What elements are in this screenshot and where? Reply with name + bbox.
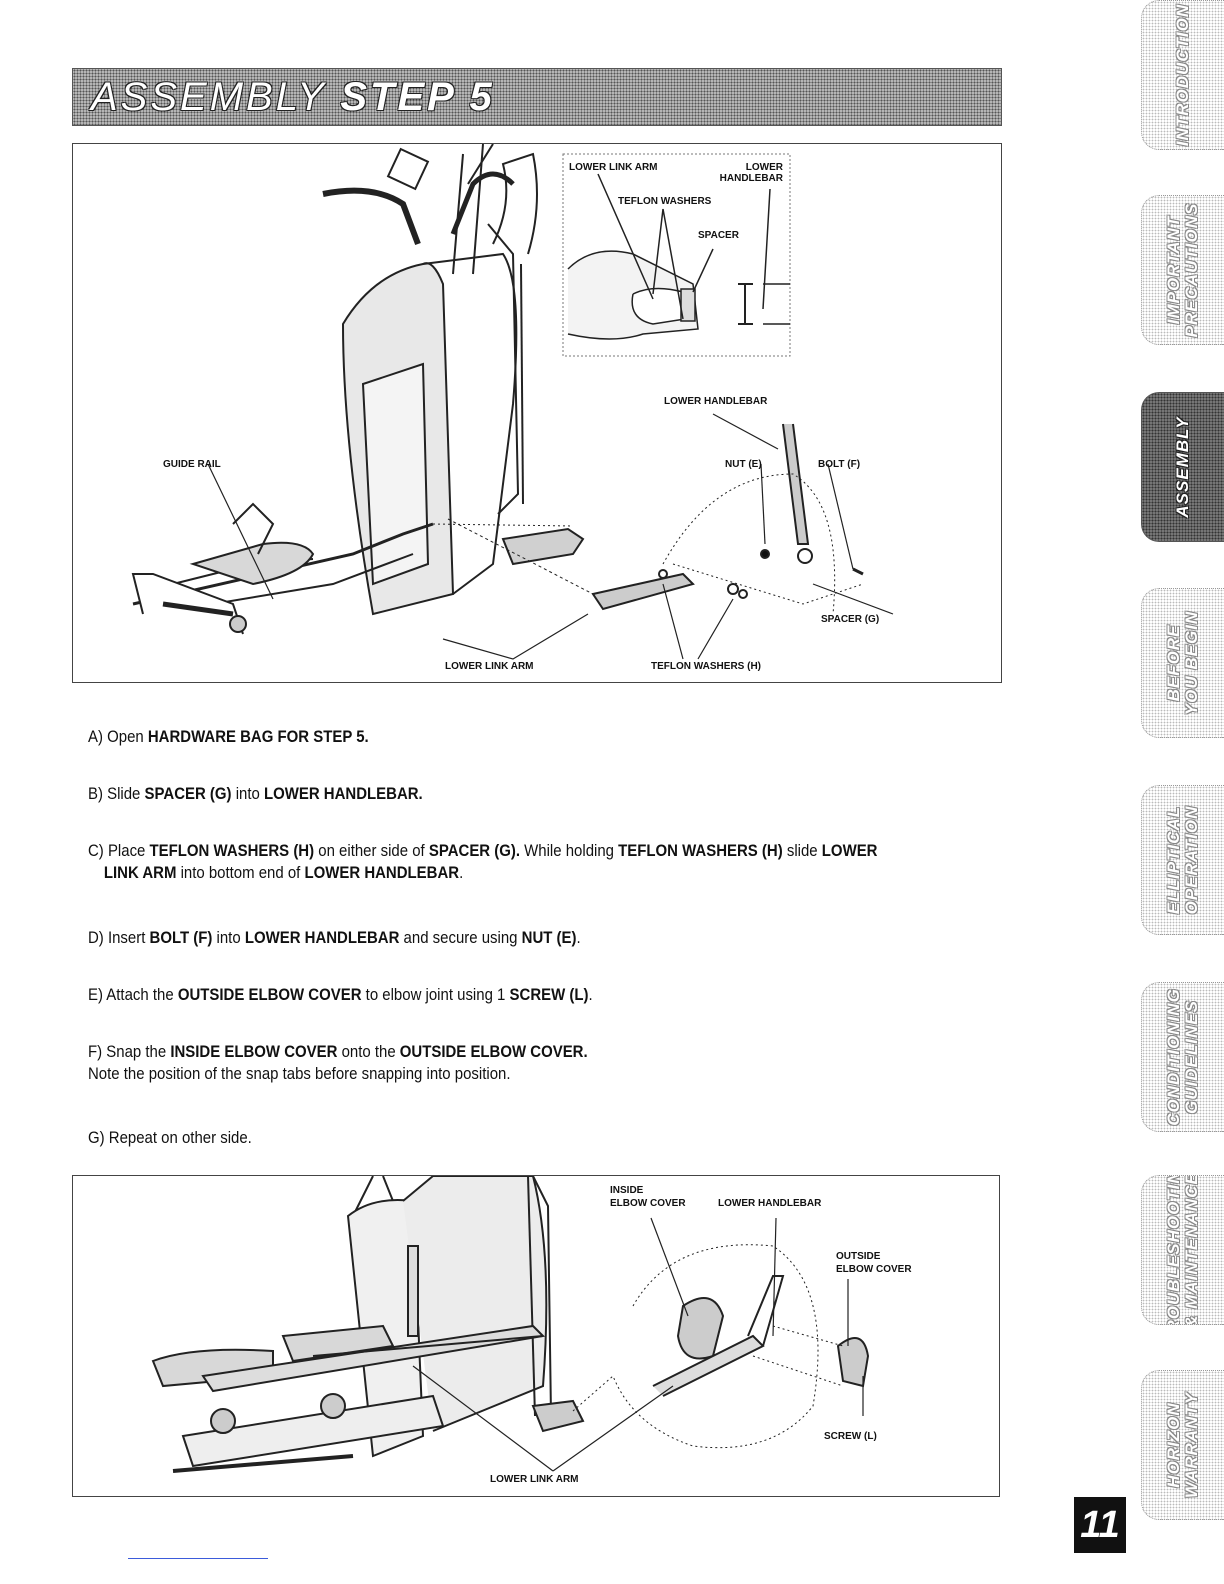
tab-troubleshooting-maintenance[interactable]: TROUBLESHOOTING& MAINTENANCE — [1141, 1175, 1224, 1325]
label-bolt-f: BOLT (F) — [818, 459, 860, 470]
title-assembly: ASSEMBLY — [91, 75, 341, 119]
step-f-note: Note the position of the snap tabs befor… — [88, 1064, 511, 1083]
label-inset-lower-handlebar-line1: LOWER — [746, 162, 784, 173]
label-spacer-g: SPACER (G) — [821, 614, 879, 625]
section-header-banner: ASSEMBLY STEP 5 — [72, 68, 1002, 126]
label-inset-lower-link-arm: LOWER LINK ARM — [569, 162, 658, 173]
label-nut-e: NUT (E) — [725, 459, 762, 470]
assembly-diagram-bottom: INSIDE ELBOW COVER LOWER HANDLEBAR OUTSI… — [72, 1175, 1000, 1497]
step-d: D) Insert BOLT (F) into LOWER HANDLEBAR … — [88, 928, 581, 947]
label-teflon-washers-h: TEFLON WASHERS (H) — [651, 661, 761, 672]
footer-rule — [128, 1558, 268, 1559]
label-inside-elbow-cover-line1: INSIDE — [610, 1185, 644, 1196]
label-screw-l: SCREW (L) — [824, 1431, 877, 1442]
step-a: A) Open HARDWARE BAG FOR STEP 5. — [88, 727, 369, 746]
step-f: F) Snap the INSIDE ELBOW COVER onto the … — [88, 1041, 1003, 1085]
label-lower-handlebar: LOWER HANDLEBAR — [664, 396, 768, 407]
label-lower-handlebar: LOWER HANDLEBAR — [718, 1198, 822, 1209]
label-outside-elbow-cover-line2: ELBOW COVER — [836, 1264, 912, 1275]
label-guide-rail: GUIDE RAIL — [163, 459, 221, 470]
step-b: B) Slide SPACER (G) into LOWER HANDLEBAR… — [88, 784, 423, 803]
tab-assembly[interactable]: ASSEMBLY — [1141, 392, 1224, 542]
label-lower-link-arm: LOWER LINK ARM — [445, 661, 534, 672]
title-step: STEP 5 — [340, 75, 495, 119]
section-title: ASSEMBLY STEP 5 — [91, 75, 495, 120]
label-inset-teflon-washers: TEFLON WASHERS — [618, 196, 712, 207]
label-outside-elbow-cover-line1: OUTSIDE — [836, 1251, 881, 1262]
step-g: G) Repeat on other side. — [88, 1128, 252, 1147]
label-inside-elbow-cover-line2: ELBOW COVER — [610, 1198, 686, 1209]
page-number: 11 — [1074, 1497, 1126, 1553]
step-c: C) Place TEFLON WASHERS (H) on either si… — [88, 841, 878, 882]
tab-introduction[interactable]: INTRODUCTION — [1141, 0, 1224, 150]
step-e: E) Attach the OUTSIDE ELBOW COVER to elb… — [88, 985, 593, 1004]
label-inset-spacer: SPACER — [698, 230, 740, 241]
assembly-diagram-top-drawing: LOWER LINK ARM LOWER HANDLEBAR TEFLON WA… — [131, 144, 894, 672]
label-lower-link-arm: LOWER LINK ARM — [490, 1474, 579, 1485]
assembly-diagram-bottom-drawing: INSIDE ELBOW COVER LOWER HANDLEBAR OUTSI… — [151, 1176, 912, 1485]
label-inset-lower-handlebar-line2: HANDLEBAR — [720, 173, 784, 184]
assembly-diagram-top: LOWER LINK ARM LOWER HANDLEBAR TEFLON WA… — [72, 143, 1002, 683]
